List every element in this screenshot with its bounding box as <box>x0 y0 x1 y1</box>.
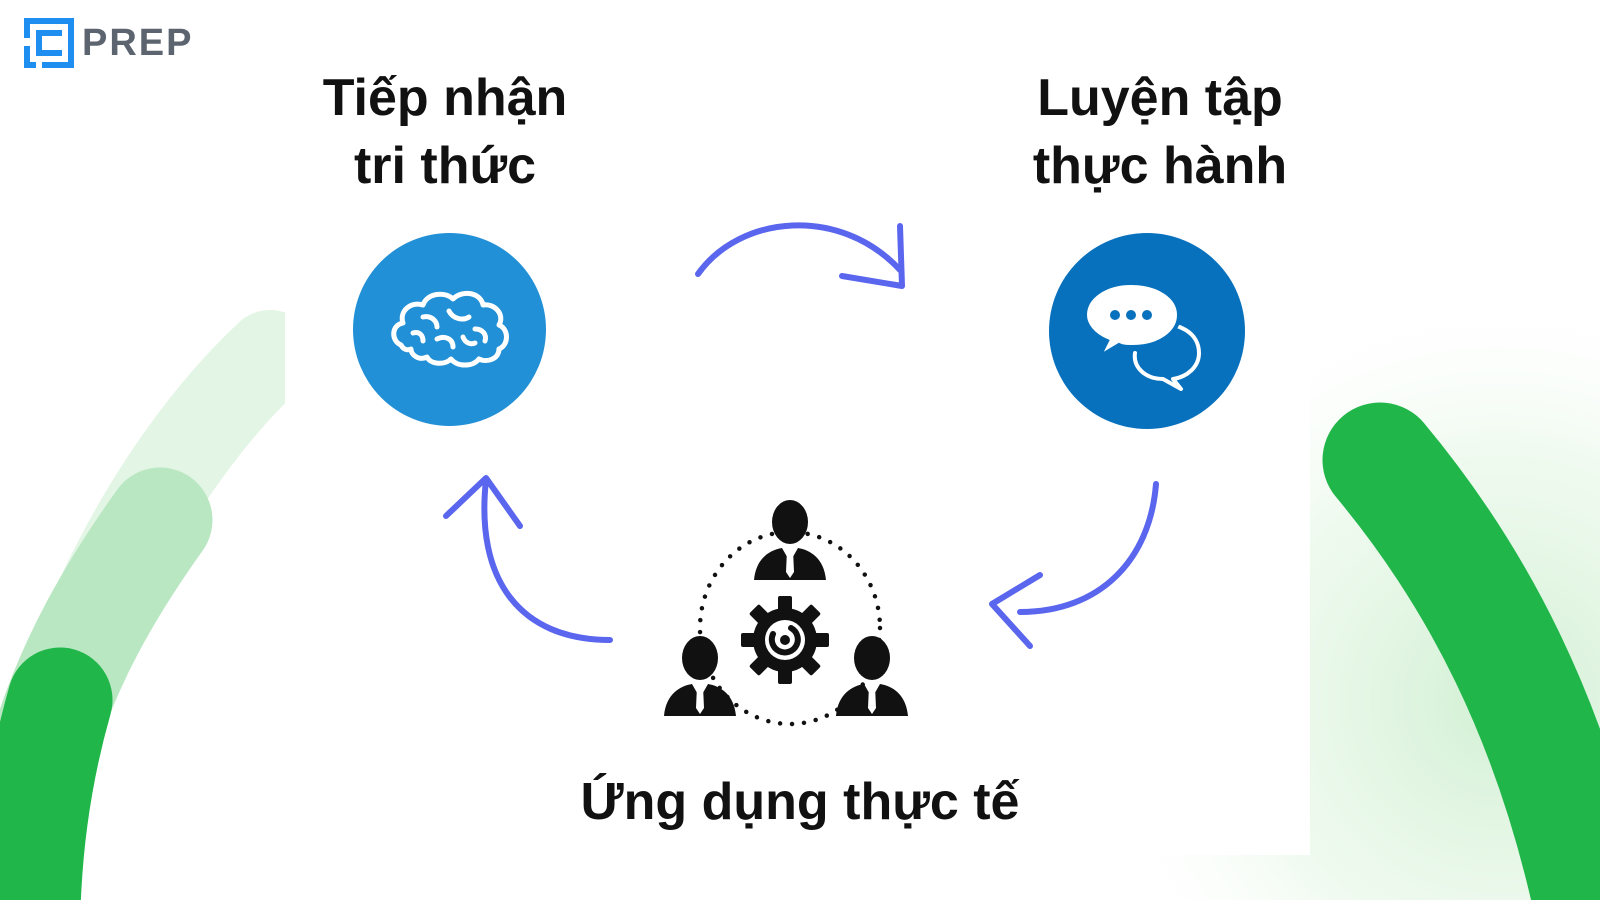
brand-name: PREP <box>82 22 194 64</box>
brain-icon <box>391 290 509 368</box>
node-practice-circle <box>1049 233 1245 429</box>
person-icon <box>754 500 826 580</box>
node-knowledge-circle <box>353 233 546 426</box>
node-title-practice: Luyện tập thực hành <box>985 64 1335 200</box>
left-arc-green <box>0 647 113 900</box>
node-title-apply: Ứng dụng thực tế <box>500 768 1100 836</box>
person-icon <box>664 636 736 716</box>
team-gear-icon <box>664 500 908 727</box>
right-arc-green <box>1322 402 1600 900</box>
node-apply-icon <box>660 500 920 750</box>
node-title-line: Ứng dụng thực tế <box>580 773 1020 831</box>
node-title-line: Tiếp nhận <box>322 69 568 127</box>
person-icon <box>836 636 908 716</box>
gear-icon <box>741 596 829 684</box>
node-title-line: tri thức <box>353 137 537 195</box>
node-title-knowledge: Tiếp nhận tri thức <box>280 64 610 200</box>
brand-logo: PREP <box>24 18 193 68</box>
node-title-line: thực hành <box>1032 137 1288 195</box>
node-title-line: Luyện tập <box>1037 69 1283 127</box>
prep-logo-icon <box>24 18 74 68</box>
chat-bubbles-icon <box>1082 280 1201 391</box>
